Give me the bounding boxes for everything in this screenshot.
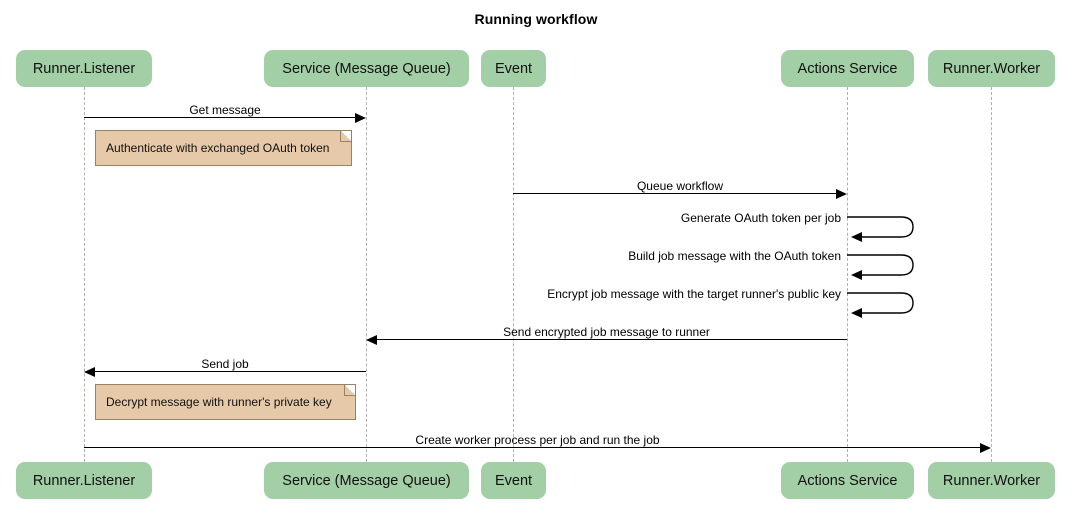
participant-label: Event [494,472,533,489]
participant-event-bottom[interactable]: Event [481,462,546,499]
participant-service-queue-top[interactable]: Service (Message Queue) [264,50,469,87]
participant-runner-worker-top[interactable]: Runner.Worker [928,50,1055,87]
note-fold-corner-icon [340,131,351,142]
participant-label: Runner.Worker [942,60,1041,77]
participant-runner-listener-top[interactable]: Runner.Listener [16,50,152,87]
message-label-encrypt-message: Encrypt job message with the target runn… [547,287,841,301]
participant-actions-service-bottom[interactable]: Actions Service [781,462,914,499]
note-decrypt: Decrypt message with runner's private ke… [95,384,356,420]
lifeline-actions-service [847,87,848,462]
lifeline-event [513,87,514,462]
message-line-queue-workflow [513,193,836,194]
participant-label: Actions Service [797,472,898,489]
lifeline-service-queue [366,87,367,462]
self-loop-build-message [847,254,927,280]
participant-service-queue-bottom[interactable]: Service (Message Queue) [264,462,469,499]
participant-runner-worker-bottom[interactable]: Runner.Worker [928,462,1055,499]
self-loop-generate-token [847,216,927,242]
message-line-create-worker [84,447,980,448]
lifeline-runner-worker [991,87,992,462]
participant-label: Runner.Listener [32,472,136,489]
arrowhead-right-create-worker [980,442,991,453]
participant-label: Event [494,60,533,77]
participant-label: Service (Message Queue) [282,60,451,77]
arrowhead-left-send-job [84,366,95,377]
participant-actions-service-top[interactable]: Actions Service [781,50,914,87]
note-text: Decrypt message with runner's private ke… [106,395,332,409]
arrowhead-right-get-message [355,112,366,123]
arrowhead-right-queue-workflow [836,188,847,199]
message-label-generate-token: Generate OAuth token per job [680,211,841,225]
note-authenticate: Authenticate with exchanged OAuth token [95,130,352,166]
message-label-create-worker: Create worker process per job and run th… [415,433,660,447]
self-loop-encrypt-message [847,292,927,318]
message-label-send-job: Send job [201,357,249,371]
page-title: Running workflow [474,11,598,27]
message-label-build-message: Build job message with the OAuth token [628,249,841,263]
message-label-get-message: Get message [189,103,261,117]
note-text: Authenticate with exchanged OAuth token [106,141,330,155]
arrowhead-left-send-encrypted [366,334,377,345]
participant-runner-listener-bottom[interactable]: Runner.Listener [16,462,152,499]
message-line-send-job [95,371,366,372]
participant-label: Actions Service [797,60,898,77]
note-fold-corner-icon [344,385,355,396]
participant-label: Runner.Listener [32,60,136,77]
message-line-get-message [84,117,355,118]
participant-event-top[interactable]: Event [481,50,546,87]
message-line-send-encrypted [377,339,847,340]
message-label-queue-workflow: Queue workflow [636,179,724,193]
lifeline-runner-listener [84,87,85,462]
message-label-send-encrypted: Send encrypted job message to runner [503,325,710,339]
participant-label: Service (Message Queue) [282,472,451,489]
participant-label: Runner.Worker [942,472,1041,489]
